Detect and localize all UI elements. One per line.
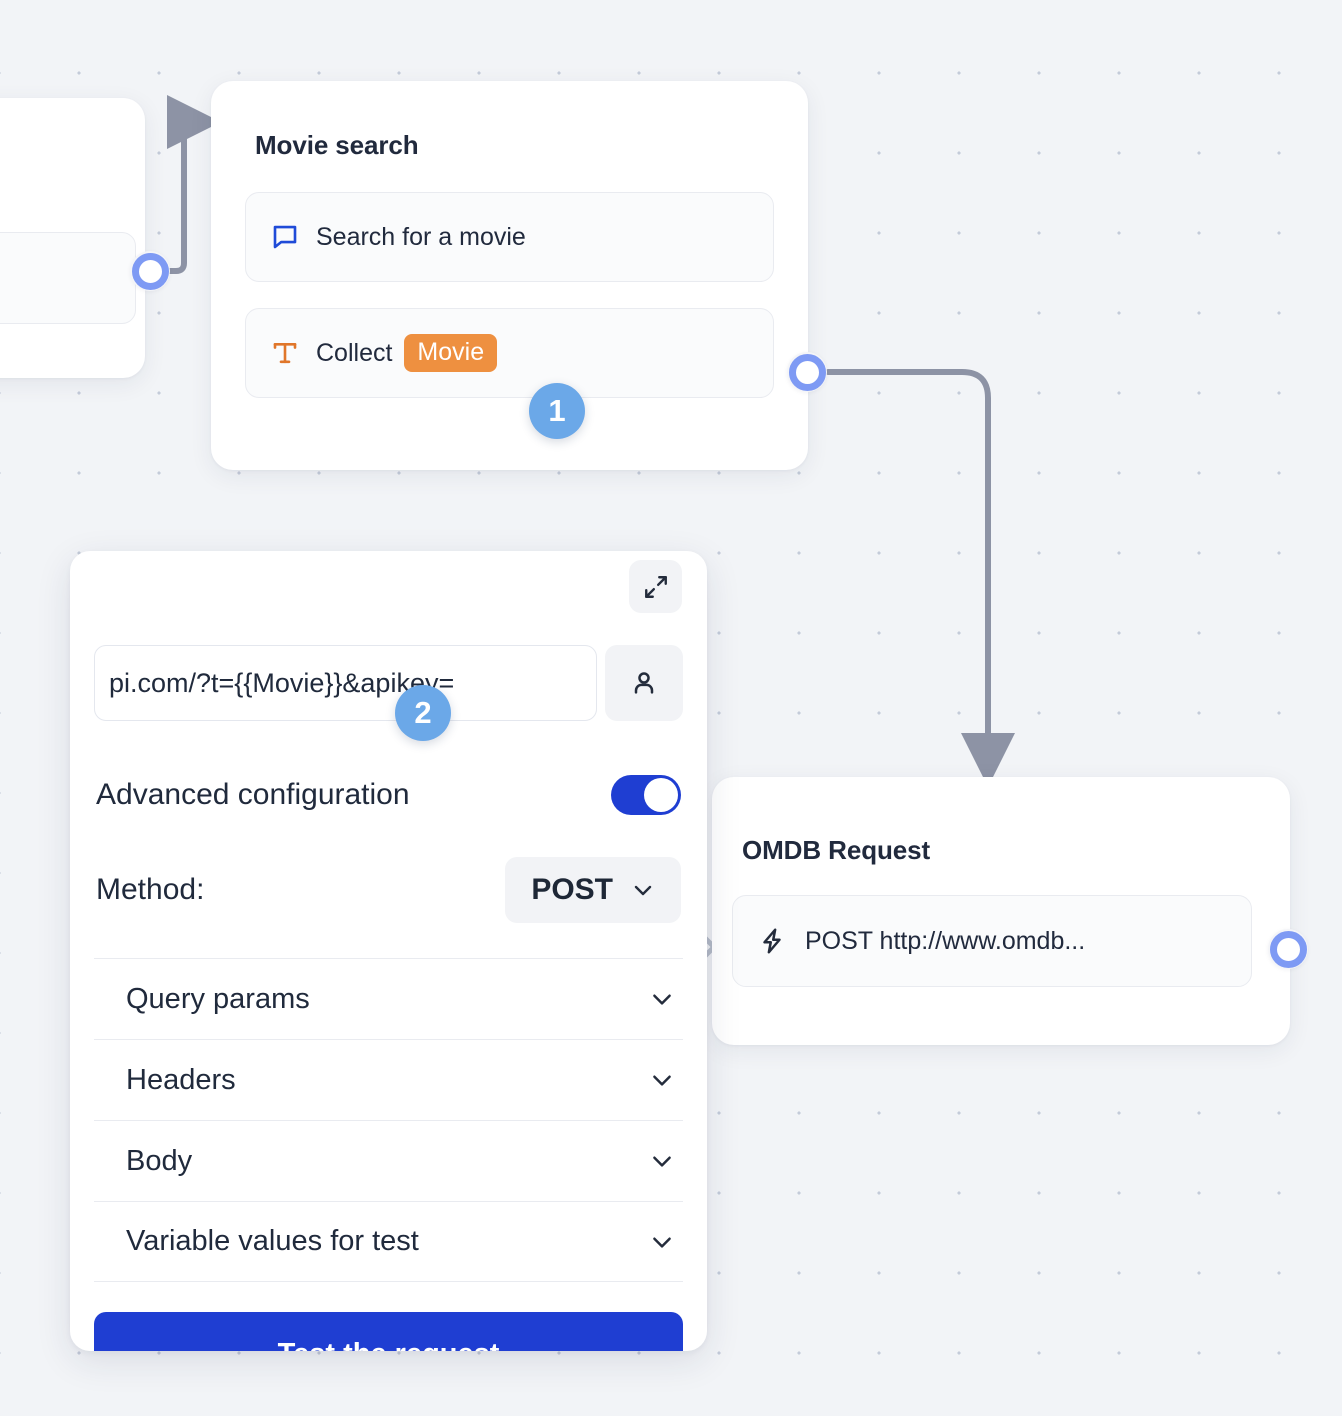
edge-movie-to-omdb <box>825 369 1015 787</box>
node-row-label: POST http://www.omdb... <box>805 926 1086 955</box>
url-variable-person-button[interactable] <box>605 645 683 721</box>
node-row-search-for-a-movie[interactable]: Search for a movie <box>245 192 774 282</box>
section-label: Headers <box>126 1063 236 1096</box>
lightning-bolt-icon <box>757 926 787 956</box>
chevron-down-icon <box>649 1229 675 1255</box>
movie-search-output-port[interactable] <box>787 352 827 392</box>
section-query-params[interactable]: Query params <box>94 958 683 1039</box>
expand-panel-button[interactable] <box>629 560 682 613</box>
request-url-input[interactable] <box>94 645 597 721</box>
config-sections-accordion: Query params Headers Body Variable value… <box>94 958 683 1282</box>
omdb-output-port[interactable] <box>1268 929 1308 969</box>
text-type-icon <box>270 338 300 368</box>
section-headers[interactable]: Headers <box>94 1039 683 1120</box>
edge-prev-to-movie <box>166 95 221 274</box>
previous-node-row[interactable] <box>0 232 136 324</box>
node-row-post-request[interactable]: POST http://www.omdb... <box>732 895 1252 987</box>
section-label: Body <box>126 1144 193 1177</box>
node-row-label: Collect <box>316 338 393 367</box>
movie-search-node[interactable]: Movie search Search for a movie <box>211 81 808 470</box>
chevron-down-icon <box>649 1067 675 1093</box>
section-label: Query params <box>126 982 310 1015</box>
request-config-panel[interactable]: Advanced configuration Method: POST Quer… <box>70 551 707 1351</box>
section-label: Variable values for test <box>126 1225 419 1257</box>
node-row-label: Search for a movie <box>316 222 526 251</box>
advanced-configuration-row: Advanced configuration <box>94 775 683 815</box>
previous-node-output-port[interactable] <box>130 251 170 291</box>
omdb-request-title: OMDB Request <box>742 835 931 865</box>
step-marker-1: 1 <box>529 383 585 439</box>
chevron-down-icon <box>649 1148 675 1174</box>
person-icon <box>629 668 659 698</box>
section-variable-values-for-test[interactable]: Variable values for test <box>94 1201 683 1282</box>
expand-diagonal-icon <box>643 574 669 600</box>
advanced-configuration-label: Advanced configuration <box>96 778 410 811</box>
node-row-collect-movie[interactable]: Collect Movie <box>245 308 774 398</box>
previous-node-card[interactable] <box>0 98 145 378</box>
method-value: POST <box>531 873 613 906</box>
test-the-request-button[interactable]: Test the request <box>94 1312 683 1351</box>
speech-bubble-icon <box>270 222 300 252</box>
section-body[interactable]: Body <box>94 1120 683 1201</box>
method-row: Method: POST <box>94 857 683 923</box>
chevron-down-icon <box>631 878 655 902</box>
variable-chip-movie[interactable]: Movie <box>404 334 498 372</box>
omdb-request-node[interactable]: OMDB Request POST http://www.omdb... <box>712 777 1290 1045</box>
chevron-down-icon <box>649 986 675 1012</box>
step-marker-2: 2 <box>395 685 451 741</box>
movie-search-title: Movie search <box>255 130 419 160</box>
url-row <box>94 645 683 721</box>
toggle-knob <box>644 778 678 812</box>
method-select[interactable]: POST <box>505 857 681 923</box>
advanced-configuration-toggle[interactable] <box>611 775 681 815</box>
method-label: Method: <box>96 873 205 906</box>
